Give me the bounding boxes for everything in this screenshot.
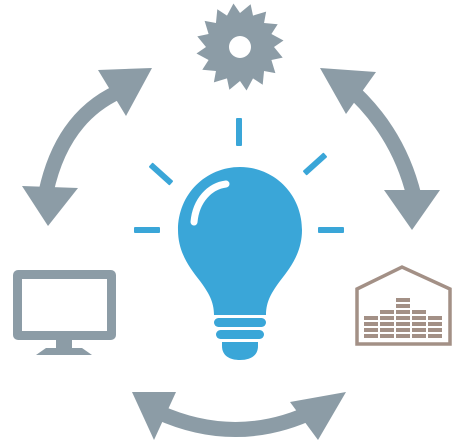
shelf-bar <box>380 334 394 338</box>
shelf-bar <box>396 334 410 338</box>
shelf-bar <box>364 322 378 326</box>
shelf-bar <box>396 304 410 308</box>
lightbulb-icon <box>134 118 344 360</box>
shelf-bar <box>412 328 426 332</box>
shelf-bar <box>428 322 442 326</box>
arrow-gear-warehouse <box>320 68 440 230</box>
shelf-bar <box>428 316 442 320</box>
shelf-bar <box>364 334 378 338</box>
shelf-bar <box>412 310 426 314</box>
shelf-bar <box>396 328 410 332</box>
shelf-bar <box>396 310 410 314</box>
saw-blade-gear-icon <box>196 3 284 91</box>
arrow-computer-gear <box>22 68 152 226</box>
computer-monitor-icon <box>13 270 116 355</box>
shelf-bar <box>364 328 378 332</box>
shelf-bar <box>396 322 410 326</box>
shelf-bar <box>428 328 442 332</box>
shelf-bar <box>380 316 394 320</box>
shelf-bar <box>412 322 426 326</box>
warehouse-storage-icon <box>355 265 452 346</box>
shelf-bar <box>396 298 410 302</box>
shelf-bar <box>380 322 394 326</box>
shelf-bar <box>380 328 394 332</box>
shelf-bar <box>396 316 410 320</box>
shelf-bar <box>412 334 426 338</box>
shelf-bar <box>428 334 442 338</box>
shelf-bar <box>380 310 394 314</box>
arrow-warehouse-computer <box>132 392 346 440</box>
light-rays <box>134 118 344 233</box>
shelf-bar <box>412 316 426 320</box>
shelf-bar <box>364 316 378 320</box>
